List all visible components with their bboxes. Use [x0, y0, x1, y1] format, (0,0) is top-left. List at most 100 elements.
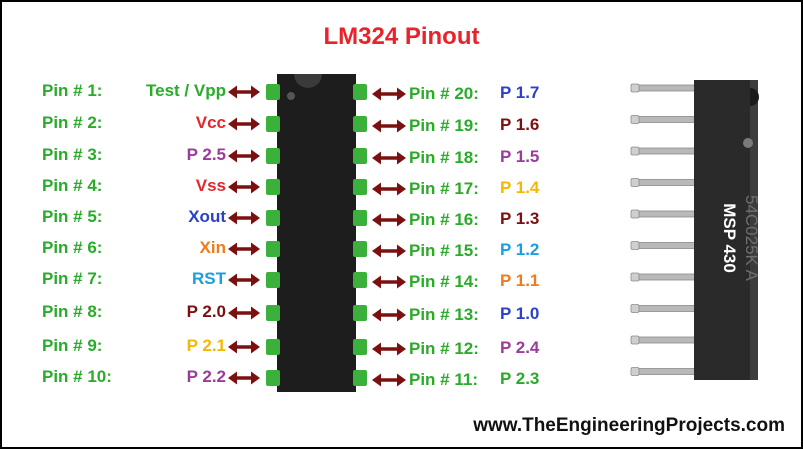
pin-1-dot: [287, 92, 295, 100]
photo-lead-tip-3: [630, 146, 640, 156]
left-pin-number: Pin # 4:: [42, 176, 103, 195]
left-pin-function: Test / Vpp: [146, 81, 226, 100]
left-pin-number: Pin # 7:: [42, 269, 103, 288]
left-pin-function: P 2.0: [186, 302, 226, 321]
pad-right-15: [353, 241, 367, 257]
left-pin-function: P 2.2: [186, 367, 226, 386]
photo-chip-edge: [750, 80, 758, 380]
right-pin-function: P 1.7: [500, 83, 540, 102]
pad-right-13: [353, 305, 367, 321]
arrow-right-14: [372, 275, 406, 289]
right-pin-number: Pin # 17:: [409, 179, 479, 198]
arrow-left-9: [228, 340, 260, 354]
left-pin-function: RST: [192, 269, 226, 288]
chip-notch: [294, 74, 322, 88]
arrow-right-17: [372, 182, 406, 196]
arrow-left-5: [228, 211, 260, 225]
left-pin-function: Xout: [188, 207, 226, 226]
right-pin-number: Pin # 20:: [409, 84, 479, 103]
left-pin-number: Pin # 8:: [42, 302, 103, 321]
left-pin-number: Pin # 3:: [42, 145, 103, 164]
photo-lead-4: [634, 179, 697, 186]
pad-left-8: [266, 305, 280, 321]
left-pin-function: Vcc: [195, 113, 226, 132]
right-pin-function: P 1.1: [500, 271, 540, 290]
right-pin-number: Pin # 12:: [409, 339, 479, 358]
arrow-left-6: [228, 242, 260, 256]
pad-left-2: [266, 116, 280, 132]
photo-lead-7: [634, 273, 697, 281]
left-pin-function: P 2.1: [186, 336, 226, 355]
right-pin-number: Pin # 18:: [409, 148, 479, 167]
arrow-right-16: [372, 213, 406, 227]
arrow-right-13: [372, 308, 406, 322]
photo-marking-2: MSP 430: [720, 203, 739, 273]
right-pin-number: Pin # 16:: [409, 210, 479, 229]
arrow-right-18: [372, 151, 406, 165]
arrow-right-12: [372, 342, 406, 356]
photo-lead-tip-6: [630, 241, 640, 250]
pad-left-6: [266, 241, 280, 257]
right-pin-number: Pin # 13:: [409, 305, 479, 324]
arrow-left-3: [228, 149, 260, 163]
chip-body: [277, 74, 356, 392]
pad-right-11: [353, 370, 367, 386]
right-pin-function: P 1.6: [500, 115, 540, 134]
arrow-left-1: [228, 85, 260, 99]
arrow-right-15: [372, 244, 406, 258]
arrow-left-7: [228, 273, 260, 287]
arrow-left-8: [228, 306, 260, 320]
pad-right-19: [353, 116, 367, 132]
photo-lead-5: [634, 210, 697, 218]
right-pin-function: P 1.5: [500, 147, 540, 166]
photo-chip-body: [694, 80, 758, 380]
left-pin-number: Pin # 5:: [42, 207, 103, 226]
pad-left-4: [266, 179, 280, 195]
photo-logo-icon: [743, 138, 753, 148]
photo-lead-6: [634, 242, 697, 249]
photo-lead-tip-4: [630, 178, 640, 187]
left-pin-number: Pin # 10:: [42, 367, 112, 386]
photo-marking-1: 54C025K A: [742, 195, 761, 282]
pad-left-9: [266, 339, 280, 355]
right-pin-number: Pin # 14:: [409, 272, 479, 291]
pad-left-10: [266, 370, 280, 386]
photo-lead-3: [634, 147, 697, 155]
photo-lead-tip-7: [630, 272, 640, 282]
photo-lead-tip-2: [630, 115, 640, 124]
photo-chip-notch: [750, 88, 759, 106]
left-pin-number: Pin # 1:: [42, 81, 103, 100]
pad-right-12: [353, 339, 367, 355]
left-pin-number: Pin # 2:: [42, 113, 103, 132]
pad-left-1: [266, 84, 280, 100]
arrow-left-4: [228, 180, 260, 194]
photo-lead-tip-10: [630, 367, 640, 376]
photo-lead-9: [634, 336, 697, 344]
pad-right-20: [353, 84, 367, 100]
right-pin-function: P 2.4: [500, 338, 540, 357]
pad-right-14: [353, 272, 367, 288]
arrow-left-10: [228, 371, 260, 385]
photo-lead-1: [634, 84, 697, 92]
pad-right-18: [353, 148, 367, 164]
photo-lead-tip-1: [630, 83, 640, 93]
pad-right-17: [353, 179, 367, 195]
pad-left-5: [266, 210, 280, 226]
arrow-right-20: [372, 87, 406, 101]
arrow-right-19: [372, 119, 406, 133]
right-pin-number: Pin # 11:: [409, 370, 478, 389]
photo-lead-tip-8: [630, 304, 640, 313]
left-pin-function: P 2.5: [186, 145, 226, 164]
pad-left-3: [266, 148, 280, 164]
right-pin-function: P 1.0: [500, 304, 540, 323]
right-pin-function: P 1.3: [500, 209, 540, 228]
photo-lead-tip-5: [630, 209, 640, 219]
pad-left-7: [266, 272, 280, 288]
photo-lead-tip-9: [630, 335, 640, 345]
right-pin-number: Pin # 15:: [409, 241, 479, 260]
diagram-title: LM324 Pinout: [323, 23, 480, 50]
right-pin-function: P 1.2: [500, 240, 540, 259]
left-pin-number: Pin # 9:: [42, 336, 103, 355]
